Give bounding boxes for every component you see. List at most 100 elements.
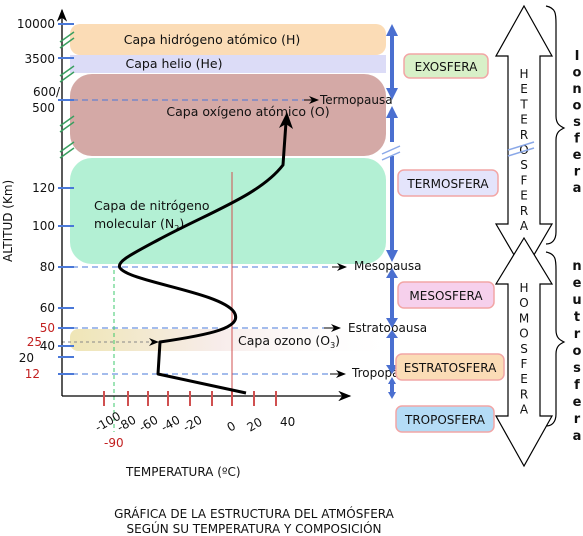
oxygen-layer — [70, 74, 386, 156]
ionosfera-letter: n — [572, 82, 581, 97]
x-tick-minus60: -60 — [137, 413, 161, 435]
y-tick-25-label: 25 — [27, 335, 42, 349]
heterosfera-letter: F — [521, 173, 528, 187]
x-axis-title: TEMPERATURA (ºC) — [125, 465, 241, 479]
x-tick-minus40: -40 — [159, 413, 183, 435]
nitrogen-layer-label-1: Capa de nitrógeno — [94, 198, 210, 213]
ionosfera-letter: o — [573, 99, 582, 114]
neutrosfera-letter: e — [573, 395, 582, 410]
ionosfera-letter: I — [575, 49, 580, 64]
y-tick-600: 600/ — [33, 85, 61, 99]
caption-line-2: SEGÚN SU TEMPERATURA Y COMPOSICIÓN — [127, 521, 382, 536]
neutrosfera-letter: o — [573, 344, 582, 359]
hydrogen-layer-label: Capa hidrógeno atómico (H) — [124, 32, 300, 47]
estratopausa-label: Estratopausa — [348, 321, 427, 335]
ionosfera-letter: f — [574, 132, 580, 147]
y-tick-12: 12 — [25, 367, 40, 381]
y-tick-500: 500 — [32, 101, 55, 115]
neutrosfera-letter: t — [574, 310, 580, 325]
neutrosfera-letter: r — [574, 412, 581, 427]
neutrosfera-letter: u — [572, 293, 581, 308]
hydrogen-layer — [70, 24, 386, 55]
heterosfera-letter: T — [519, 97, 528, 111]
neutrosfera-letter: e — [573, 276, 582, 291]
y-axis-title: ALTITUD (Km) — [1, 180, 15, 262]
exosfera-label: EXOSFERA — [415, 60, 478, 74]
y-tick-labels: 10000 3500 600/ 500 120 100 80 60 50 40 … — [17, 17, 61, 353]
homosfera-letter: O — [519, 296, 528, 310]
termopausa-label: Termopausa — [319, 93, 393, 107]
y-tick-60: 60 — [40, 301, 55, 315]
neutrosfera-letter: a — [573, 429, 582, 444]
heterosfera-letter: O — [519, 143, 528, 157]
axis-break-marks — [59, 31, 75, 159]
y-tick-80: 80 — [40, 260, 55, 274]
oxygen-layer-label: Capa oxígeno atómico (O) — [166, 104, 329, 119]
termosfera-label: TERMOSFERA — [406, 177, 489, 191]
neutrosfera-letter: f — [574, 378, 580, 393]
mesopausa-label: Mesopausa — [354, 259, 422, 273]
troposfera-badge — [395, 405, 495, 433]
helium-layer-label: Capa helio (He) — [126, 56, 223, 71]
x-tick-0: 0 — [225, 419, 239, 435]
y-tick-20: 20 — [19, 351, 34, 365]
neutrosfera-letter: r — [574, 327, 581, 342]
ionosfera-letter: s — [573, 115, 581, 130]
y-tick-100: 100 — [32, 219, 55, 233]
estratosfera-label: ESTRATOSFERA — [404, 361, 497, 375]
homosfera-letter: H — [519, 281, 528, 295]
termosfera-badge — [397, 169, 499, 197]
ozone-layer-label: Capa ozono (O3) — [238, 333, 340, 350]
sphere-axis-heads — [386, 24, 398, 399]
estratosfera-badge — [395, 353, 505, 381]
sphere-axis-break — [381, 145, 401, 161]
homosfera-arrow — [494, 236, 554, 468]
x-tick-40: 40 — [280, 415, 295, 429]
troposfera-label: TROPOSFERA — [404, 413, 486, 427]
y-tick-120: 120 — [32, 181, 55, 195]
neutrosfera-letter: s — [573, 361, 581, 376]
y-tick-40: 40 — [40, 339, 55, 353]
ionosfera-letter: r — [574, 165, 581, 180]
heterosfera-letter: S — [520, 158, 528, 172]
helium-layer — [70, 55, 386, 73]
homosfera-letter: F — [521, 357, 528, 371]
nitrogen-layer — [70, 158, 386, 264]
neutrosfera-brace — [545, 251, 566, 427]
ionosfera-letter: a — [573, 181, 582, 196]
homosfera-letter: A — [520, 403, 529, 417]
ionosfera-brace — [545, 5, 566, 245]
heterosfera-letter: E — [520, 113, 528, 127]
heterosfera-letter: R — [520, 128, 528, 142]
heterosfera-letter: H — [519, 67, 528, 81]
x-tick-20: 20 — [245, 415, 265, 435]
y-tick-10000: 10000 — [17, 17, 55, 31]
neutrosfera-letter: n — [572, 259, 581, 274]
homosfera-letter: E — [520, 372, 528, 386]
mesosfera-label: MESOSFERA — [409, 289, 483, 303]
ionosfera-letter: o — [573, 66, 582, 81]
y-tick-3500: 3500 — [24, 52, 55, 66]
y-ticks — [58, 23, 74, 358]
homosfera-letter: S — [520, 342, 528, 356]
homosfera-letter: R — [520, 387, 528, 401]
x-ticks — [103, 391, 277, 406]
homosfera-letter: O — [519, 327, 528, 341]
heterosfera-letter: E — [520, 189, 528, 203]
x-tick-minus20: -20 — [181, 413, 205, 435]
x-tick-labels: -100 -80 -60 -40 -20 0 20 40 — [93, 409, 296, 435]
heterosfera-letter: A — [520, 219, 529, 233]
heterosfera-letter: R — [520, 204, 528, 218]
heterosfera-break — [507, 141, 535, 157]
homosfera-letter: M — [519, 311, 529, 325]
heterosfera-letter: E — [520, 82, 528, 96]
ionosfera-letter: e — [573, 148, 582, 163]
mesosfera-badge — [397, 281, 495, 309]
temperature-curve-arrowhead — [279, 112, 293, 129]
y-tick-50: 50 — [40, 321, 55, 335]
caption-line-1: GRÁFICA DE LA ESTRUCTURA DEL ATMÓSFERA — [114, 506, 395, 521]
